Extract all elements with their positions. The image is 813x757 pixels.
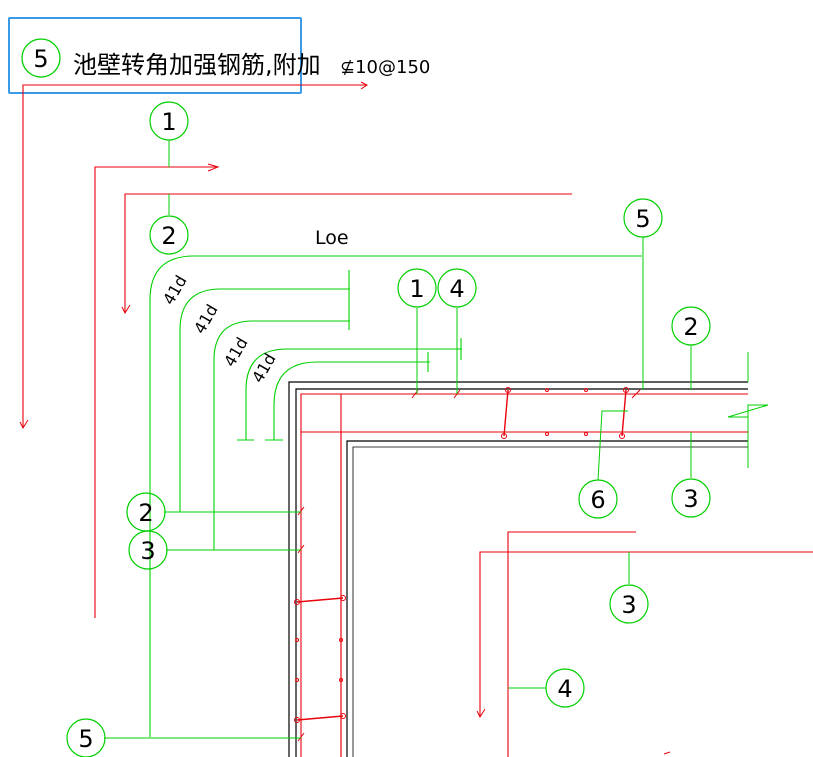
svg-text:2: 2	[161, 222, 176, 250]
rebar-title-leader	[22, 84, 367, 428]
svg-text:3: 3	[140, 537, 155, 565]
title-bubble-number: 5	[33, 45, 48, 73]
bubble-5-top: 5	[623, 198, 663, 238]
lap-label-3: 41d	[220, 334, 252, 370]
lap-bar-3	[245, 348, 462, 440]
lap-label-1: 41d	[159, 272, 191, 308]
svg-text:3: 3	[621, 591, 636, 619]
bubble-5-bottom: 5	[66, 718, 106, 757]
bubble-3-left: 3	[128, 530, 168, 570]
break-line-symbol	[727, 352, 769, 468]
bubble-2-right: 2	[671, 306, 711, 346]
wall-outline	[288, 381, 748, 757]
bubble-1-top: 1	[149, 101, 189, 141]
rebar-lines	[22, 84, 813, 757]
rebar-tie-ends	[294, 387, 629, 723]
bubble-1-mid: 1	[397, 268, 437, 308]
svg-text:2: 2	[683, 313, 698, 341]
title-text: 池壁转角加强钢筋,附加	[73, 51, 321, 79]
bubble-2-left: 2	[126, 492, 166, 532]
svg-text:3: 3	[683, 485, 698, 513]
bubble-3-right: 3	[671, 478, 711, 518]
rebar-1	[94, 166, 218, 618]
lap-bars	[149, 255, 642, 737]
lap-label-4: 41d	[248, 350, 280, 386]
title-spec: ⊈10@150	[340, 57, 430, 78]
svg-text:6: 6	[590, 486, 605, 514]
rebar-wall-inner	[340, 431, 748, 757]
bubble-4-mid: 4	[437, 268, 477, 308]
bubble-3-bottom: 3	[609, 584, 649, 624]
rebar-3	[479, 551, 813, 717]
rebar-ties	[296, 389, 627, 721]
rebar-2	[124, 193, 572, 313]
svg-text:5: 5	[635, 205, 650, 233]
rebar-wall-outer	[300, 393, 748, 757]
svg-text:2: 2	[138, 499, 153, 527]
bubble-6: 6	[578, 479, 618, 519]
svg-text:4: 4	[557, 675, 572, 703]
svg-text:4: 4	[449, 275, 464, 303]
lap-bar-2	[213, 320, 350, 550]
lap-label-2: 41d	[190, 301, 222, 337]
lap-bar-4	[273, 361, 430, 440]
dimension-label-loe: Loe	[315, 227, 349, 249]
number-bubbles: 1 2 5 1 4 2 6 3 2 3 3 4 5	[66, 101, 711, 757]
rebar-ticks	[297, 389, 641, 742]
bubble-2-top: 2	[149, 215, 189, 255]
title-bubble	[21, 38, 61, 78]
title-group: 5 池壁转角加强钢筋,附加 ⊈10@150	[21, 38, 430, 79]
arrowheads	[19, 81, 671, 755]
svg-text:1: 1	[161, 108, 176, 136]
bubble-4-bottom: 4	[545, 668, 585, 708]
lap-bar-outer	[179, 288, 350, 512]
svg-text:5: 5	[78, 725, 93, 753]
rebar-4	[507, 531, 636, 757]
leader-lines	[104, 140, 692, 739]
selection-highlight-box[interactable]	[8, 17, 302, 94]
svg-text:1: 1	[409, 275, 424, 303]
lap-bar-5	[149, 255, 642, 737]
